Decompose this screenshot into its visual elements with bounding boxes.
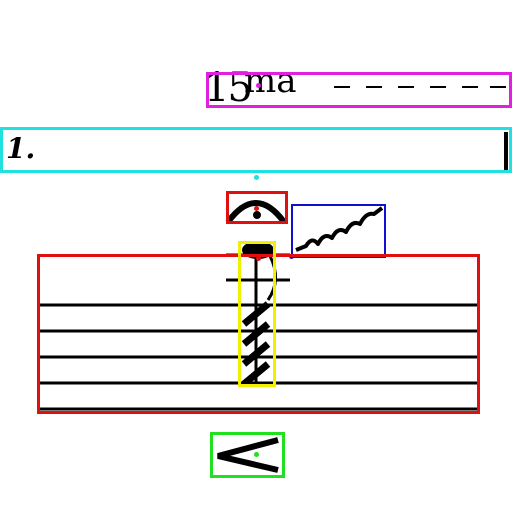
volta-annotation-box <box>0 127 512 173</box>
staff <box>40 303 478 411</box>
accent-icon <box>217 437 279 473</box>
ottava-annotation-box <box>206 72 512 108</box>
volta-center-dot <box>254 175 259 180</box>
tremolo-note-icon <box>241 241 277 387</box>
volta-label: 1. <box>6 132 36 165</box>
staff-annotation-box <box>37 254 480 414</box>
ottava-suffix: ma <box>244 61 297 101</box>
staff-center-dot <box>256 256 261 261</box>
trill-icon <box>295 206 384 252</box>
fermata-annotation-box <box>226 191 288 224</box>
fermata-center-dot <box>254 206 259 211</box>
ottava-center-dot <box>256 83 261 88</box>
accent-center-dot <box>254 452 259 457</box>
trill-annotation-box <box>291 204 386 258</box>
accent-annotation-box <box>210 432 285 478</box>
note-annotation-box <box>238 241 276 387</box>
fermata-icon <box>225 200 287 224</box>
